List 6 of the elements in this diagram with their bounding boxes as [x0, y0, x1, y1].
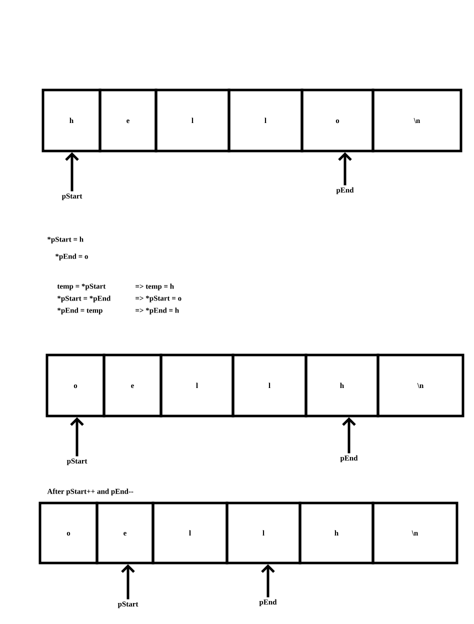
arrow	[121, 564, 135, 600]
arrow	[261, 564, 275, 598]
arrow	[70, 417, 84, 456]
arrow	[338, 152, 352, 186]
arrow	[65, 152, 79, 192]
arrow	[342, 417, 356, 454]
